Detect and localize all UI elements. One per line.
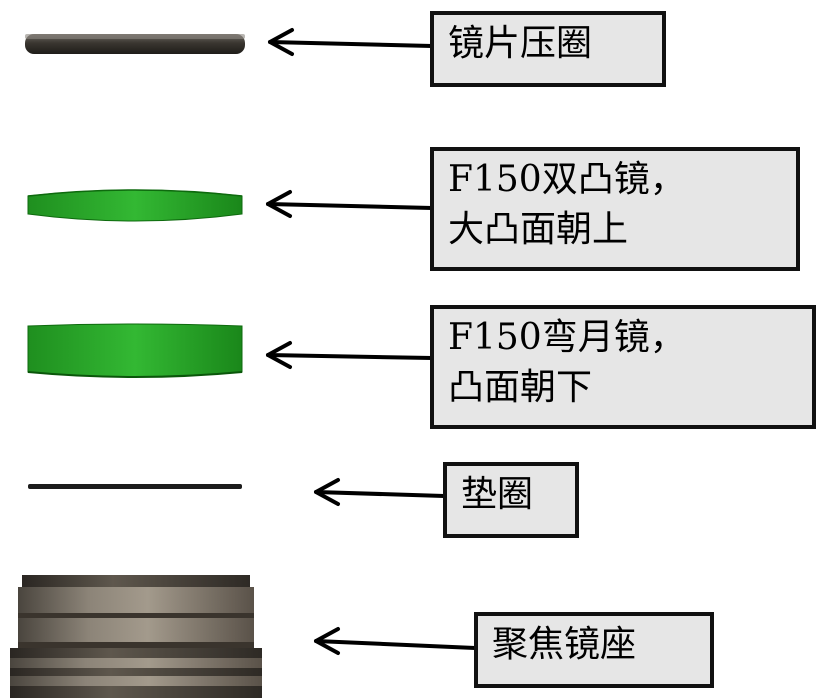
label-text: 垫圈 bbox=[461, 474, 534, 515]
label-retaining-ring: 镜片压圈 bbox=[430, 11, 666, 87]
label-gasket: 垫圈 bbox=[443, 462, 579, 538]
label-focus-lens-seat: 聚焦镜座 bbox=[474, 612, 714, 688]
label-text: 凸面朝下 bbox=[448, 367, 593, 408]
focus-lens-seat-part bbox=[10, 575, 262, 698]
arrow-focus-lens-seat bbox=[314, 627, 477, 655]
arrow-biconvex-lens bbox=[266, 190, 434, 218]
label-text: 聚焦镜座 bbox=[492, 624, 637, 665]
meniscus-lens-part bbox=[27, 323, 243, 378]
arrow-meniscus-lens bbox=[266, 341, 434, 369]
retaining-ring-part bbox=[25, 34, 245, 54]
biconvex-lens-part bbox=[27, 189, 243, 222]
label-text: F150双凸镜， bbox=[448, 159, 686, 200]
label-biconvex-lens: F150双凸镜， 大凸面朝上 bbox=[430, 147, 800, 271]
label-text: F150弯月镜， bbox=[448, 317, 686, 358]
label-text: 镜片压圈 bbox=[448, 23, 593, 64]
gasket-part bbox=[28, 484, 242, 489]
arrow-gasket bbox=[314, 478, 446, 506]
label-text: 大凸面朝上 bbox=[448, 209, 629, 250]
arrow-retaining-ring bbox=[268, 28, 434, 56]
label-meniscus-lens: F150弯月镜， 凸面朝下 bbox=[430, 305, 816, 429]
